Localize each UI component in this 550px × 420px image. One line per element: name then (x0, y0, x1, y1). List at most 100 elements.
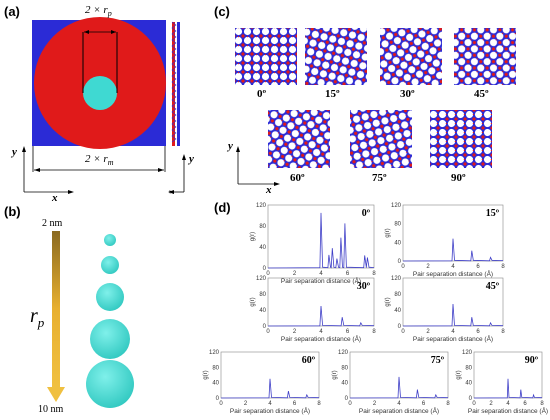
rdf-y-tick-label: 40 (394, 240, 401, 246)
rdf-plot-frame (267, 277, 375, 327)
size-arrow-head (47, 387, 65, 402)
rdf-y-axis-title: g(r) (332, 370, 338, 379)
rdf-x-tick-label: 2 (293, 329, 297, 335)
rdf-x-tick-label: 8 (446, 401, 450, 407)
rdf-y-tick-label: 40 (259, 308, 266, 314)
side-y-axis-label: y (189, 153, 194, 165)
rdf-x-axis-title: Pair separation distance (Å) (281, 276, 361, 285)
structure-60deg (268, 110, 330, 168)
panel-d-label: (d) (214, 200, 231, 215)
angle-label-75: 75º (372, 172, 387, 184)
rdf-x-tick-label: 2 (489, 401, 493, 407)
panel-c-label: (c) (214, 4, 230, 19)
rdf-y-tick-label: 120 (256, 276, 267, 282)
particle-sphere-6nm (96, 283, 124, 311)
rdf-y-tick-label: 0 (398, 324, 402, 330)
structure-45deg (454, 28, 516, 85)
rdf-series-line (267, 212, 375, 269)
rdf-x-tick-label: 6 (523, 401, 527, 407)
rp-min-label: 2 nm (42, 218, 63, 229)
rdf-x-tick-label: 8 (501, 329, 505, 335)
rm-label: 2 × rm (85, 153, 114, 168)
rdf-x-tick-label: 4 (319, 329, 323, 335)
rp-variable-label: rp (30, 305, 45, 330)
panel-a-figure (22, 17, 186, 194)
rdf-x-tick-label: 6 (346, 271, 350, 277)
rdf-x-tick-label: 0 (472, 401, 476, 407)
angle-label-30: 30º (400, 88, 415, 100)
rdf-x-tick-label: 2 (373, 401, 377, 407)
panel-a-label: (a) (4, 4, 20, 19)
rdf-y-tick-label: 120 (256, 203, 267, 209)
rdf-x-tick-label: 6 (346, 329, 350, 335)
rdf-series-line (402, 303, 504, 327)
rdf-x-tick-label: 0 (401, 264, 405, 270)
membrane-side-view (171, 21, 180, 146)
rdf-x-tick-label: 6 (476, 329, 480, 335)
rdf-plot-frame (473, 351, 543, 399)
rdf-x-tick-label: 0 (266, 329, 270, 335)
rdf-chart-title: 45º (486, 281, 500, 292)
rdf-y-tick-label: 0 (263, 324, 267, 330)
structure-75deg (350, 110, 412, 168)
rdf-x-tick-label: 4 (397, 401, 401, 407)
rdf-x-tick-label: 8 (540, 401, 544, 407)
rdf-x-tick-label: 4 (268, 401, 272, 407)
rdf-y-tick-label: 80 (341, 365, 348, 371)
rdf-x-tick-label: 8 (317, 401, 321, 407)
rdf-y-axis-title: g(r) (385, 297, 391, 306)
rdf-x-tick-label: 6 (422, 401, 426, 407)
rdf-series-line (267, 305, 375, 327)
rdf-y-tick-label: 80 (259, 224, 266, 230)
rdf-y-tick-label: 120 (338, 350, 349, 356)
c-x-axis-label: x (266, 184, 272, 196)
rdf-x-tick-label: 4 (319, 271, 323, 277)
rdf-x-tick-label: 2 (244, 401, 248, 407)
particle-sphere-10nm (86, 360, 134, 408)
a-x-axis-label: x (52, 192, 58, 204)
rdf-x-tick-label: 8 (501, 264, 505, 270)
rdf-y-tick-label: 120 (391, 276, 402, 282)
rdf-series-line (473, 378, 543, 399)
rdf-plot-frame (349, 351, 449, 399)
rdf-y-tick-label: 40 (465, 381, 472, 387)
rdf-y-tick-label: 80 (394, 222, 401, 228)
rdf-chart-title: 30º (357, 281, 371, 292)
rdf-x-tick-label: 8 (372, 271, 376, 277)
panel-b-figure (47, 231, 134, 408)
rdf-chart-title: 90º (525, 355, 539, 366)
rdf-x-tick-label: 0 (401, 329, 405, 335)
rdf-y-tick-label: 80 (465, 365, 472, 371)
rdf-x-tick-label: 4 (451, 329, 455, 335)
rdf-y-tick-label: 40 (212, 381, 219, 387)
angle-label-15: 15º (325, 88, 340, 100)
rdf-series-line (349, 376, 449, 399)
structure-0deg (235, 28, 297, 85)
rdf-series-line (402, 238, 504, 262)
rdf-chart-title: 0º (362, 208, 371, 219)
rdf-y-axis-title: g(r) (250, 232, 256, 241)
angle-label-0: 0º (257, 88, 267, 100)
rdf-plot-frame (402, 204, 504, 262)
angle-label-90: 90º (451, 172, 466, 184)
rdf-chart-title: 60º (302, 355, 316, 366)
rdf-series-line (220, 378, 320, 399)
rp-max-label: 10 nm (38, 404, 64, 415)
rdf-y-tick-label: 80 (394, 292, 401, 298)
rdf-x-tick-label: 0 (348, 401, 352, 407)
rdf-plot-frame (402, 277, 504, 327)
angle-label-45: 45º (474, 88, 489, 100)
rdf-x-tick-label: 8 (372, 329, 376, 335)
rdf-x-tick-label: 6 (293, 401, 297, 407)
rdf-plot-frame (220, 351, 320, 399)
rdf-x-tick-label: 6 (476, 264, 480, 270)
angle-label-60: 60º (290, 172, 305, 184)
size-arrow-shaft (52, 231, 60, 387)
rdf-y-tick-label: 0 (216, 396, 220, 402)
rdf-x-tick-label: 0 (219, 401, 223, 407)
rdf-y-axis-title: g(r) (250, 297, 256, 306)
